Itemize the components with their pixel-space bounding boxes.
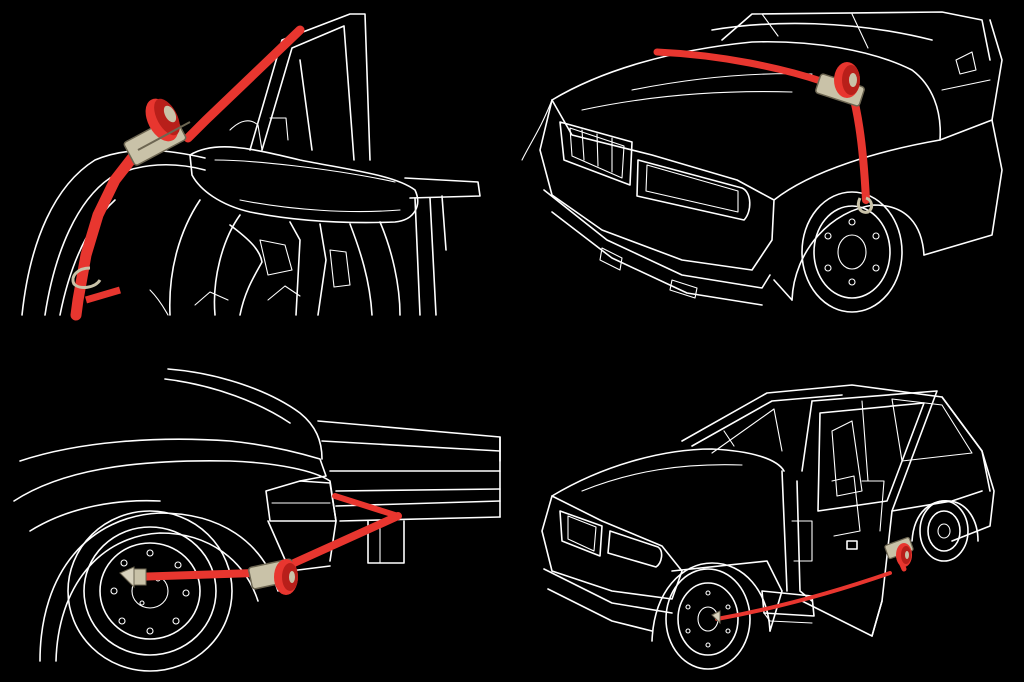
ratchet-buckle [123,98,191,166]
ratchet-buckle [815,62,865,107]
wheel-strap-drawing [13,368,501,672]
vehicle-outline [13,368,501,672]
vehicle-outline [541,384,995,670]
rear-wheel [911,500,979,562]
front-wheel [67,510,233,672]
ratchet-buckle [884,536,914,567]
vehicle-outline [21,13,481,316]
panel-hood-strap [512,0,1024,341]
panel-wheel-strap [0,341,512,682]
ratchet-strap [119,493,402,589]
hood-strap-drawing [521,11,1003,313]
seat-strap-drawing [21,13,481,321]
ratchet-strap [70,25,305,321]
front-wheel [651,562,771,670]
panel-seat-strap [0,0,512,341]
ratchet-buckle [248,558,298,595]
door-strap-drawing [541,384,995,670]
front-wheel [801,191,903,313]
vehicle-outline [521,11,1003,313]
panel-door-strap [512,341,1024,682]
